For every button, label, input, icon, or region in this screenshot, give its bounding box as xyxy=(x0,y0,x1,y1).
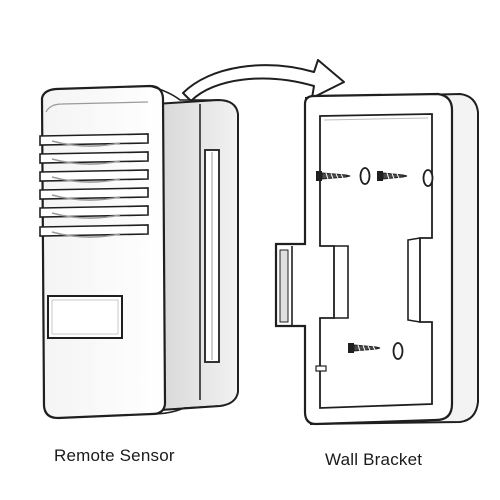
wall-bracket-label: Wall Bracket xyxy=(325,450,423,469)
bracket-left-tab xyxy=(279,245,349,326)
sensor-display-window xyxy=(47,295,123,339)
sensor-vent-slats xyxy=(39,133,149,238)
wall-bracket xyxy=(274,92,479,426)
remote-sensor-label: Remote Sensor xyxy=(54,446,175,465)
curved-arrow-icon xyxy=(182,59,345,102)
screw-icon xyxy=(348,343,381,353)
remote-sensor xyxy=(39,84,239,420)
screw-icon xyxy=(377,171,408,181)
bracket-right-tab xyxy=(407,237,453,323)
screw-icon xyxy=(316,171,351,181)
bracket-mounting-holes xyxy=(359,167,434,360)
